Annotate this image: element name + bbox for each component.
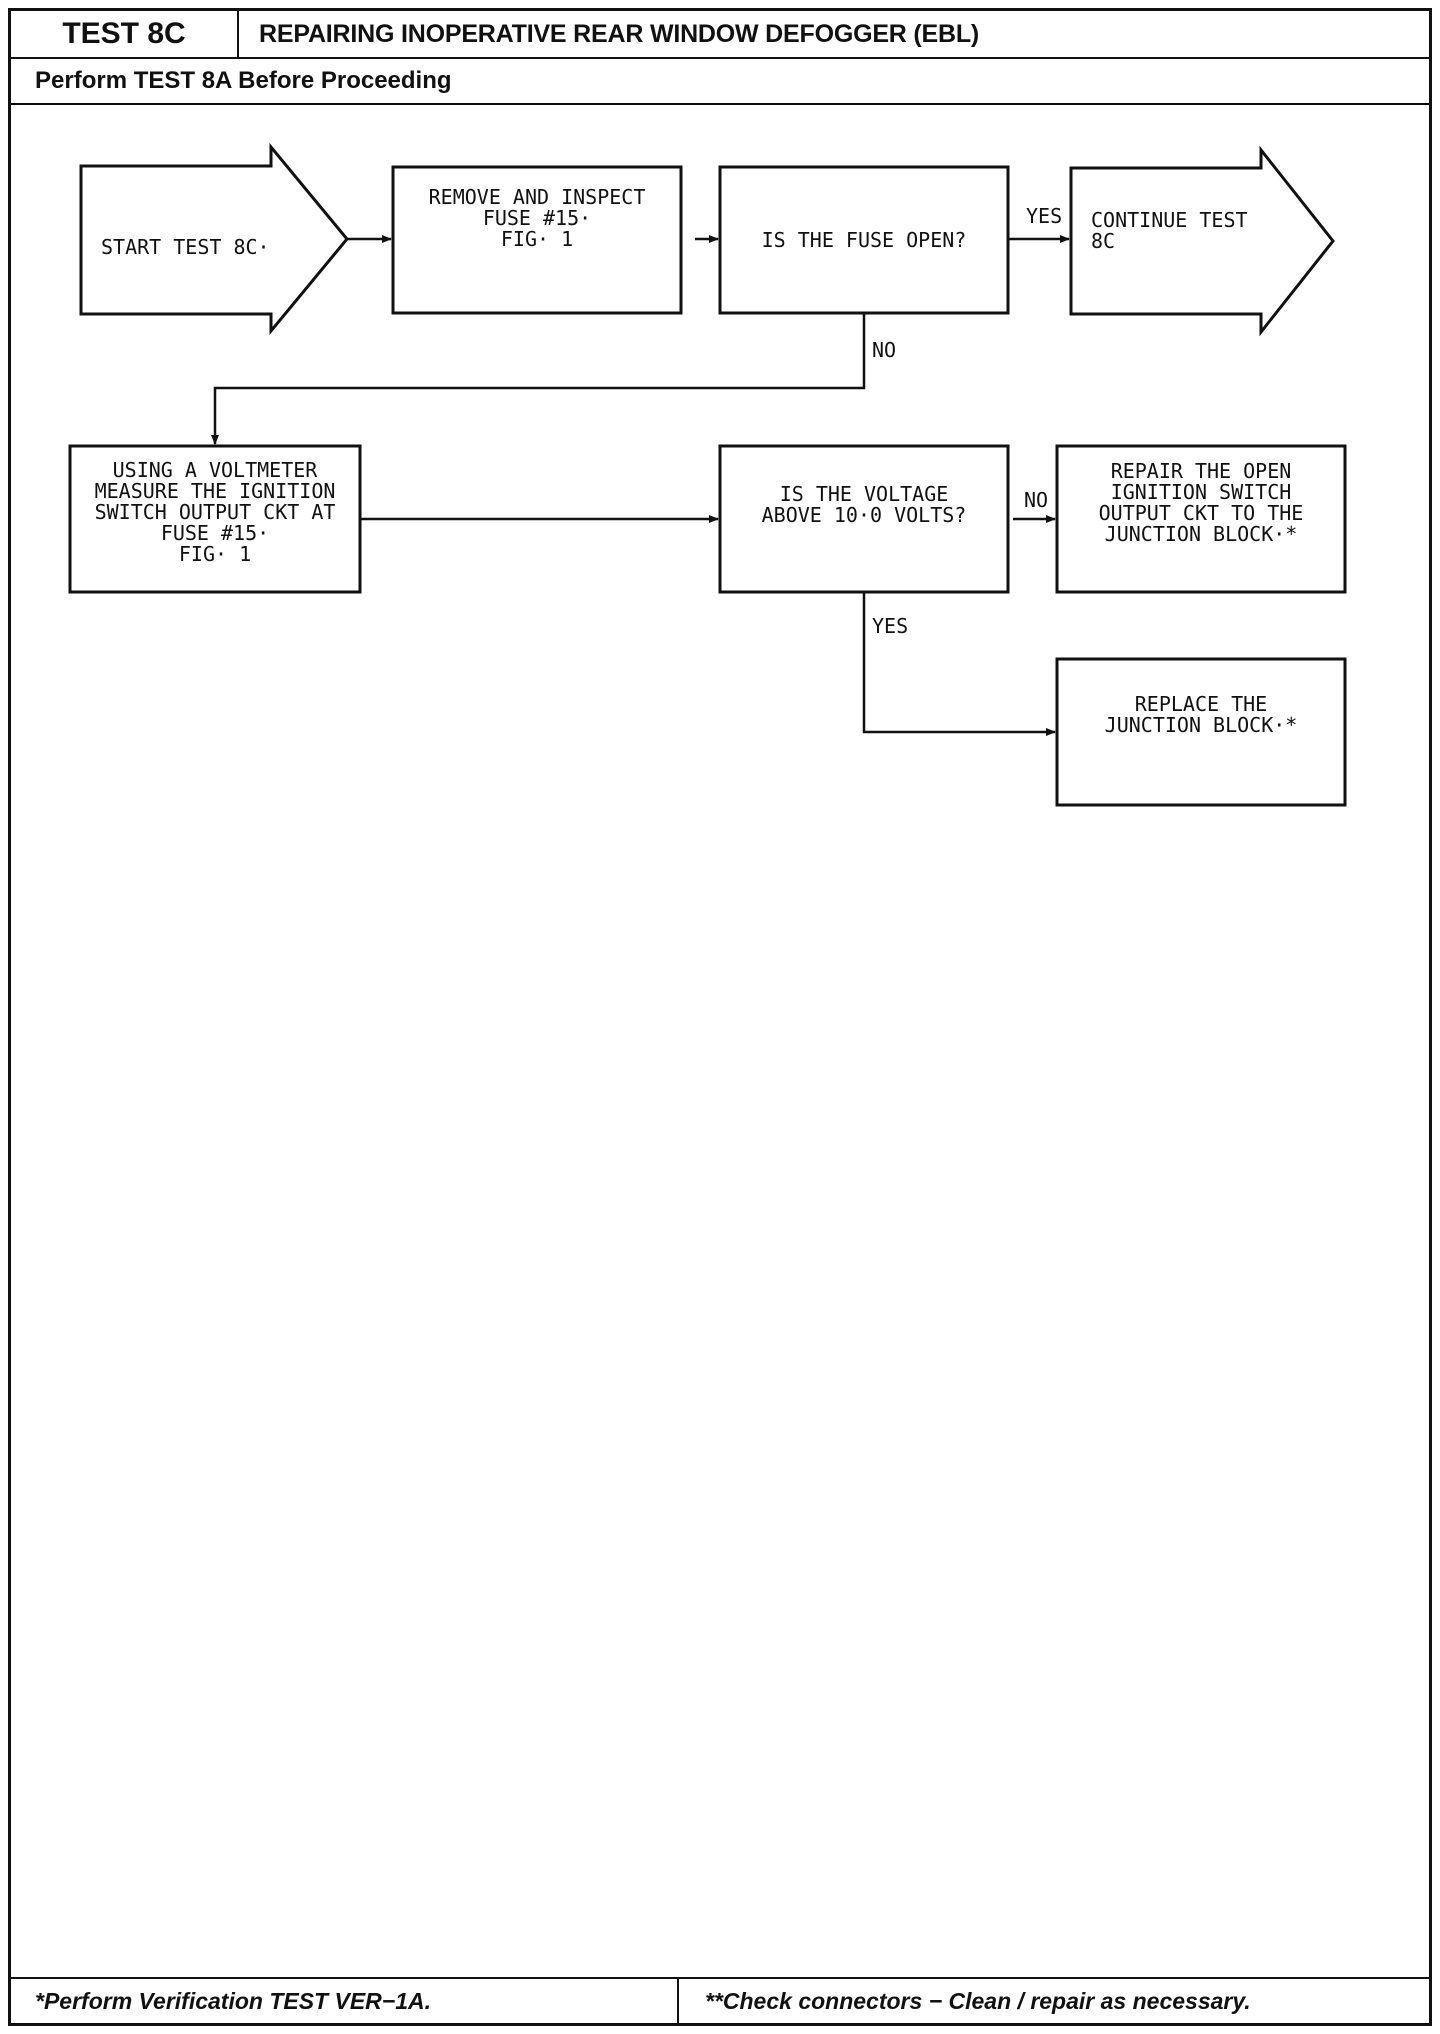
- node-line: MEASURE THE IGNITION: [95, 479, 336, 503]
- node-line: IGNITION SWITCH: [1111, 480, 1292, 504]
- node-line: FIG· 1: [179, 542, 251, 566]
- remove-fuse-box: [391, 165, 683, 315]
- node-line: FUSE #15·: [161, 521, 269, 545]
- node-line: REPLACE THE: [1135, 692, 1267, 716]
- voltage-check-box: [718, 444, 1010, 594]
- connector-volt-yes-to-replace: [862, 592, 1056, 736]
- test-page: TEST 8C REPAIRING INOPERATIVE REAR WINDO…: [8, 8, 1432, 2026]
- node-line: REPAIR THE OPEN: [1111, 459, 1292, 483]
- replace-block-box: [1055, 657, 1347, 807]
- test-title: REPAIRING INOPERATIVE REAR WINDOW DEFOGG…: [259, 19, 980, 48]
- footer-bar: *Perform Verification TEST VER−1A. **Che…: [11, 1977, 1429, 2023]
- node-line: FUSE #15·: [483, 206, 591, 230]
- node-line: REMOVE AND INSPECT: [429, 185, 646, 209]
- voltmeter-box: [68, 444, 362, 594]
- label-fuse-yes: YES: [1026, 204, 1062, 228]
- footer-verification-note: *Perform Verification TEST VER−1A.: [11, 1979, 679, 2023]
- node-line: JUNCTION BLOCK·*: [1105, 713, 1298, 737]
- footer-connector-note: **Check connectors − Clean / repair as n…: [705, 1987, 1251, 2014]
- label-volt-no: NO: [1024, 488, 1048, 512]
- start-node-text: START TEST 8C·: [101, 235, 270, 259]
- fuse-open-text: IS THE FUSE OPEN?: [762, 228, 967, 252]
- node-line: OUTPUT CKT TO THE: [1099, 501, 1304, 525]
- node-line: USING A VOLTMETER: [113, 458, 319, 482]
- test-subtitle: Perform TEST 8A Before Proceeding: [11, 59, 1429, 105]
- start-arrow-shape: [79, 142, 349, 336]
- node-line: ABOVE 10·0 VOLTS?: [762, 503, 967, 527]
- node-line: CONTINUE TEST: [1091, 208, 1248, 232]
- node-line: FIG· 1: [501, 227, 573, 251]
- node-line: 8C: [1091, 229, 1115, 253]
- node-line: IS THE FUSE OPEN?: [762, 228, 967, 252]
- continue-arrow-shape: [1069, 145, 1335, 337]
- node-line: START TEST 8C·: [101, 235, 270, 259]
- repair-open-box: [1055, 444, 1347, 594]
- node-line: SWITCH OUTPUT CKT AT: [95, 500, 336, 524]
- label-volt-yes: YES: [872, 614, 908, 638]
- connector-no-to-voltmeter: [211, 313, 866, 445]
- node-line: IS THE VOLTAGE: [780, 482, 949, 506]
- label-fuse-no: NO: [872, 338, 896, 362]
- header-bar: TEST 8C REPAIRING INOPERATIVE REAR WINDO…: [11, 11, 1429, 59]
- node-line: JUNCTION BLOCK·*: [1105, 522, 1298, 546]
- test-id: TEST 8C: [11, 11, 239, 57]
